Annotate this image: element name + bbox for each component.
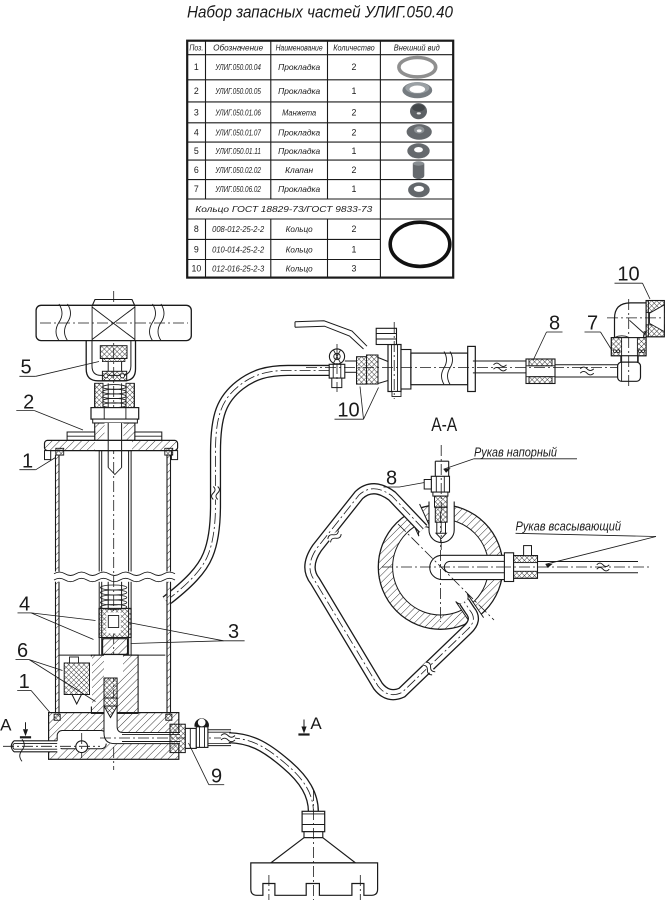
svg-text:4: 4 <box>194 127 199 137</box>
svg-text:Набор запасных частей УЛИГ.050: Набор запасных частей УЛИГ.050.40 <box>187 4 454 22</box>
svg-text:2: 2 <box>23 392 34 414</box>
svg-text:Количество: Количество <box>333 44 375 53</box>
svg-text:Кольцо: Кольцо <box>286 263 313 273</box>
svg-text:012-016-25-2-3: 012-016-25-2-3 <box>212 263 264 273</box>
svg-text:Поз.: Поз. <box>189 44 203 53</box>
svg-text:1: 1 <box>351 86 356 96</box>
svg-text:9: 9 <box>194 244 199 254</box>
svg-text:1: 1 <box>351 244 356 254</box>
svg-text:9: 9 <box>211 765 222 787</box>
svg-text:Прокладка: Прокладка <box>278 127 320 137</box>
svg-text:Кольцо: Кольцо <box>286 224 313 234</box>
svg-text:2: 2 <box>351 62 356 72</box>
svg-text:2: 2 <box>351 165 356 175</box>
svg-text:7: 7 <box>587 313 598 335</box>
svg-text:Рукав всасывающий: Рукав всасывающий <box>516 518 622 533</box>
svg-text:1: 1 <box>194 62 199 72</box>
svg-text:Обозначение: Обозначение <box>213 44 263 53</box>
svg-text:Кольцо ГОСТ 18829-73/ГОСТ 9833: Кольцо ГОСТ 18829-73/ГОСТ 9833-73 <box>195 204 372 214</box>
svg-text:4: 4 <box>19 594 30 616</box>
svg-text:2: 2 <box>351 107 356 117</box>
svg-text:2: 2 <box>351 224 356 234</box>
svg-text:Внешний вид: Внешний вид <box>394 44 440 53</box>
svg-text:5: 5 <box>20 357 31 379</box>
svg-text:3: 3 <box>194 107 199 117</box>
svg-text:А: А <box>310 714 322 733</box>
svg-text:8: 8 <box>549 313 560 335</box>
svg-text:Манжета: Манжета <box>282 107 316 117</box>
svg-text:Прокладка: Прокладка <box>278 86 320 96</box>
svg-text:Прокладка: Прокладка <box>278 62 320 72</box>
svg-text:УЛИГ.050.00.04: УЛИГ.050.00.04 <box>215 62 262 72</box>
svg-text:УЛИГ.050.01.11: УЛИГ.050.01.11 <box>215 146 261 156</box>
svg-text:8: 8 <box>194 224 199 234</box>
svg-text:Кольцо: Кольцо <box>286 244 313 254</box>
svg-text:УЛИГ.050.00.05: УЛИГ.050.00.05 <box>215 86 262 96</box>
svg-text:7: 7 <box>194 184 199 194</box>
svg-text:10: 10 <box>191 263 201 273</box>
svg-text:Прокладка: Прокладка <box>278 146 320 156</box>
svg-text:Прокладка: Прокладка <box>278 184 320 194</box>
svg-text:Клапан: Клапан <box>285 165 313 175</box>
svg-text:УЛИГ.050.06.02: УЛИГ.050.06.02 <box>215 184 262 194</box>
svg-text:А: А <box>0 716 12 735</box>
svg-text:6: 6 <box>17 640 28 662</box>
svg-text:8: 8 <box>386 468 397 490</box>
svg-text:1: 1 <box>19 671 30 693</box>
svg-text:А-А: А-А <box>431 414 457 436</box>
svg-text:1: 1 <box>351 146 356 156</box>
svg-text:УЛИГ.050.02.02: УЛИГ.050.02.02 <box>215 165 262 175</box>
svg-text:1: 1 <box>351 184 356 194</box>
svg-text:УЛИГ.050.01.06: УЛИГ.050.01.06 <box>215 107 262 117</box>
svg-text:10: 10 <box>337 400 359 422</box>
svg-text:Наименование: Наименование <box>276 44 323 53</box>
svg-text:3: 3 <box>351 263 356 273</box>
svg-text:010-014-25-2-2: 010-014-25-2-2 <box>212 244 264 254</box>
svg-text:3: 3 <box>228 621 239 643</box>
svg-text:1: 1 <box>22 450 33 472</box>
svg-text:10: 10 <box>617 264 639 286</box>
svg-text:5: 5 <box>194 146 199 156</box>
svg-text:6: 6 <box>194 165 199 175</box>
svg-text:2: 2 <box>194 86 199 96</box>
svg-text:УЛИГ.050.01.07: УЛИГ.050.01.07 <box>215 127 262 137</box>
svg-text:2: 2 <box>351 127 356 137</box>
svg-text:Рукав напорный: Рукав напорный <box>474 444 557 459</box>
svg-text:008-012-25-2-2: 008-012-25-2-2 <box>212 224 264 234</box>
